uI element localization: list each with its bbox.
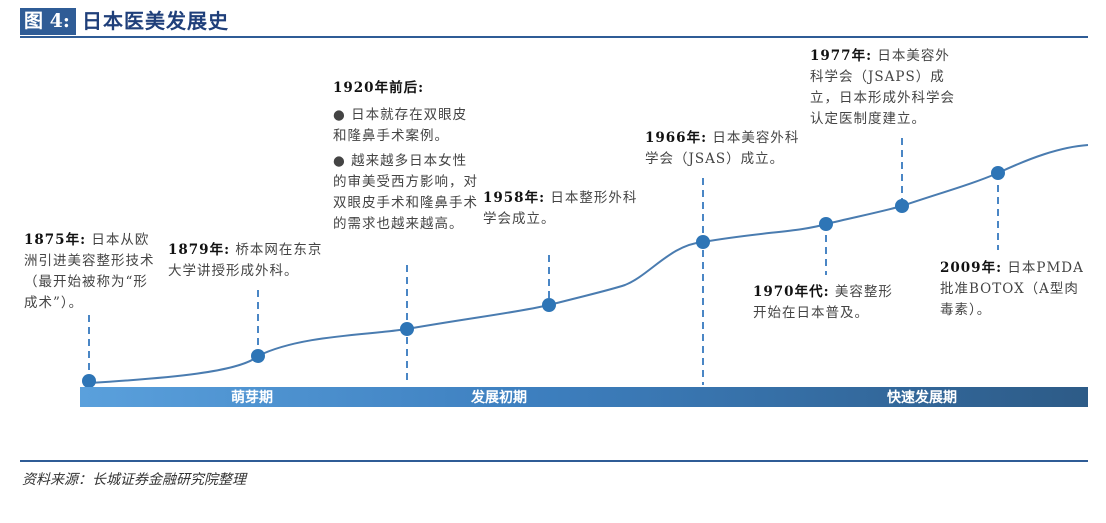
milestone-year: 1970年代: xyxy=(753,284,830,300)
milestone-year: 1958年: xyxy=(483,190,546,206)
milestone-dot xyxy=(251,349,265,363)
milestone-dot xyxy=(542,298,556,312)
milestone-year: 1879年: xyxy=(168,242,231,258)
milestone-year: 1875年: xyxy=(24,232,87,248)
figure-title: 日本医美发展史 xyxy=(82,9,229,33)
milestone-year: 1920年前后: xyxy=(333,80,425,96)
milestone-text: 1920年前后: ● 日本就存在双眼皮和隆鼻手术案例。 ● 越来越多日本女性的审美受… xyxy=(333,78,478,239)
milestone-description: 日本PMDA批准BOTOX（A型肉毒素）。 xyxy=(940,260,1084,318)
top-rule xyxy=(20,36,1088,38)
growth-curve xyxy=(88,144,1089,384)
milestone-text: 1977年: 日本美容外科学会（JSAPS）成立，日本形成外科学会认定医制度建立… xyxy=(810,46,962,134)
milestone-dot xyxy=(895,199,909,213)
phase-bar xyxy=(80,387,1088,407)
milestone-description: 日本从欧洲引进美容整形技术（最开始被称为“形成术”）。 xyxy=(24,232,155,311)
milestone-year: 1977年: xyxy=(810,48,873,64)
milestone-dot xyxy=(82,374,96,388)
milestone-text: 1875年: 日本从欧洲引进美容整形技术（最开始被称为“形成术”）。 xyxy=(24,230,159,318)
milestone-dot xyxy=(991,166,1005,180)
milestone-year: 1966年: xyxy=(645,130,708,146)
milestone-text: 1966年: 日本美容外科学会（JSAS）成立。 xyxy=(645,128,810,174)
milestone-text: 1879年: 桥本网在东京大学讲授形成外科。 xyxy=(168,240,330,286)
phase-label: 发展初期 xyxy=(471,390,527,406)
figure-label: 图 4: xyxy=(20,8,76,35)
milestone-text: 1970年代: 美容整形开始在日本普及。 xyxy=(753,282,903,328)
milestone-description: 日本整形外科学会成立。 xyxy=(483,190,638,227)
source-note: 资料来源：长城证券金融研究院整理 xyxy=(22,472,246,488)
milestone-description: 日本美容外科学会（JSAS）成立。 xyxy=(645,130,800,167)
milestone-description: 日本美容外科学会（JSAPS）成立，日本形成外科学会认定医制度建立。 xyxy=(810,48,955,127)
milestone-dot xyxy=(819,217,833,231)
milestone-dot xyxy=(400,322,414,336)
milestone-year: 2009年: xyxy=(940,260,1003,276)
milestone-dot xyxy=(696,235,710,249)
milestone-description: ● 日本就存在双眼皮和隆鼻手术案例。 xyxy=(333,107,468,144)
phase-label: 萌芽期 xyxy=(231,390,273,406)
milestone-description: ● 越来越多日本女性的审美受西方影响，对双眼皮手术和隆鼻手术的需求也越来越高。 xyxy=(333,153,478,232)
bottom-rule xyxy=(20,460,1088,462)
milestone-text: 1958年: 日本整形外科学会成立。 xyxy=(483,188,638,234)
milestone-description: 美容整形开始在日本普及。 xyxy=(753,284,893,321)
milestone-description: 桥本网在东京大学讲授形成外科。 xyxy=(168,242,323,279)
milestone-text: 2009年: 日本PMDA批准BOTOX（A型肉毒素）。 xyxy=(940,258,1090,325)
phase-label: 快速发展期 xyxy=(887,390,957,406)
